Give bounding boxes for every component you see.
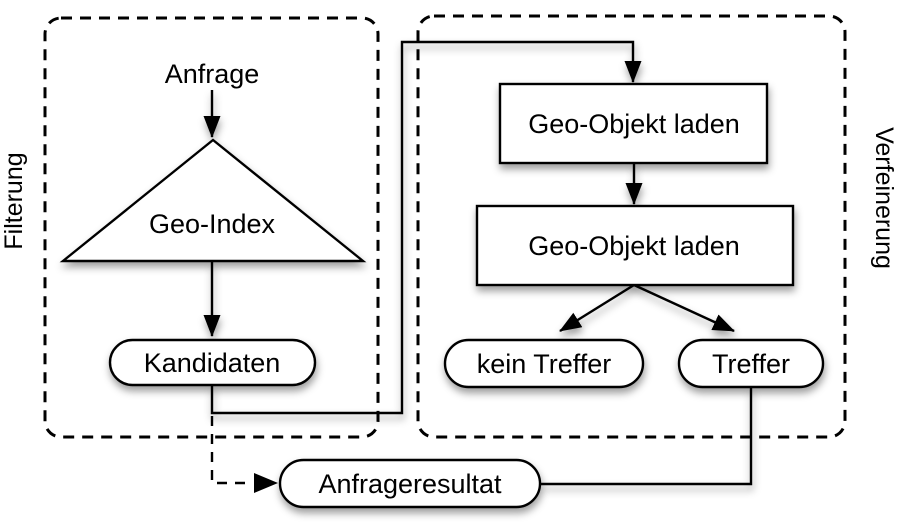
node-geo-objekt-laden-2-box <box>475 204 795 287</box>
label-region-verfeinerung: Verfeinerung <box>870 127 898 269</box>
label-kandidaten: Kandidaten <box>144 348 281 378</box>
edge-kandidaten-to-laden1 <box>210 40 642 415</box>
label-anfrage: Anfrage <box>165 59 260 89</box>
label-geo-objekt-laden-1: Geo-Objekt laden <box>528 109 740 139</box>
edge-laden2-to-keintreffer <box>559 283 635 333</box>
edge-treffer-to-resultat <box>541 387 753 486</box>
label-anfrageresultat: Anfrageresultat <box>318 469 502 499</box>
node-geo-index-triangle <box>59 138 367 263</box>
label-geo-objekt-laden-2: Geo-Objekt laden <box>528 231 740 261</box>
label-region-filterung: Filterung <box>0 152 28 249</box>
label-treffer: Treffer <box>712 349 790 379</box>
node-treffer-pill <box>677 338 825 389</box>
node-kandidaten-pill <box>108 338 317 387</box>
node-geo-objekt-laden-1-box <box>498 82 769 165</box>
dashed-arrowhead <box>254 473 278 493</box>
node-kein-treffer-pill <box>443 338 645 389</box>
node-anfrageresultat-pill <box>278 458 542 509</box>
label-geo-index: Geo-Index <box>149 209 276 239</box>
edge-laden2-to-treffer <box>633 283 735 333</box>
edge-kandidaten-to-resultat <box>210 416 278 493</box>
region-verfeinerung-border <box>416 14 847 439</box>
label-kein-treffer: kein Treffer <box>477 349 612 379</box>
region-filterung-border <box>43 16 380 439</box>
